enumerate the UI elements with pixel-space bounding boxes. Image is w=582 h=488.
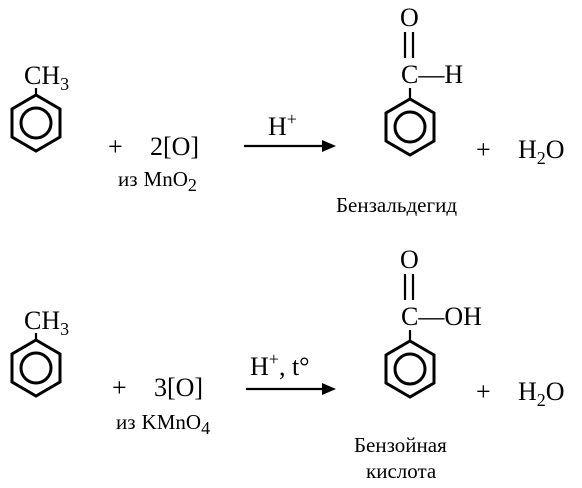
water: H2O [518, 135, 565, 168]
benzene-ring [384, 339, 436, 399]
reaction-condition: H+, t° [250, 349, 310, 381]
benzoic-acid-structure: O C—OH [384, 245, 482, 399]
aldehyde-group: C—H [401, 60, 463, 89]
reaction-condition: H+ [268, 109, 297, 141]
benzaldehyde-structure: O C—H [384, 3, 463, 157]
benzene-ring [10, 93, 62, 153]
benzene-ring [10, 338, 62, 398]
carbonyl-oxygen: O [400, 245, 419, 274]
carboxyl-group: C—OH [401, 302, 482, 331]
reaction-arrow-2 [246, 383, 336, 395]
water: H2O [518, 377, 565, 410]
reaction-arrow-1 [244, 140, 336, 152]
toluene-structure-2: CH3 [10, 306, 69, 398]
oxidant: 3[O] [154, 373, 203, 402]
oxidant: 2[O] [150, 132, 199, 161]
aromatic-circle [393, 110, 427, 144]
plus-sign: + [112, 373, 127, 402]
product-name-line-1: Бензойная [354, 433, 447, 457]
aromatic-circle [19, 106, 53, 140]
plus-sign: + [476, 135, 491, 164]
product-name: Бензальдегид [336, 193, 457, 217]
product-name-line-2: кислота [366, 459, 437, 483]
carbonyl-oxygen: O [400, 3, 419, 32]
aromatic-circle [19, 351, 53, 385]
plus-sign: + [108, 132, 123, 161]
methyl-group: CH3 [24, 306, 69, 339]
methyl-group: CH3 [24, 61, 69, 94]
plus-sign: + [476, 377, 491, 406]
toluene-structure-1: CH3 [10, 61, 69, 153]
aromatic-circle [393, 352, 427, 386]
benzene-ring [384, 97, 436, 157]
